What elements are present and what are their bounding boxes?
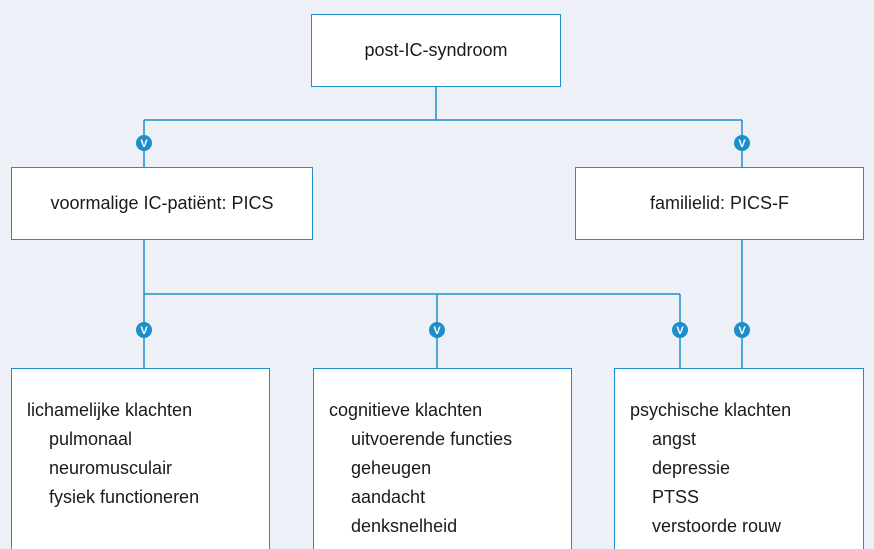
physical-item: neuromusculair bbox=[49, 458, 173, 478]
svg-text:V: V bbox=[676, 325, 684, 337]
svg-text:V: V bbox=[738, 138, 746, 150]
family-label: familielid: PICS-F bbox=[649, 193, 790, 213]
psych-item: depressie bbox=[652, 458, 731, 478]
svg-text:V: V bbox=[433, 325, 441, 337]
cognitive-title: cognitieve klachten bbox=[329, 400, 483, 420]
psych-item: angst bbox=[652, 429, 697, 449]
root-node: post-IC-syndroom bbox=[311, 14, 561, 87]
cognitive-item: geheugen bbox=[351, 458, 432, 478]
cognitive-item: denksnelheid bbox=[351, 516, 458, 536]
connector-arrow-icon: V bbox=[136, 322, 152, 338]
physical-complaints-node: lichamelijke klachten pulmonaal neuromus… bbox=[11, 368, 270, 549]
physical-item: fysiek functioneren bbox=[49, 487, 200, 507]
connector-arrow-icon: V bbox=[136, 135, 152, 151]
psych-title: psychische klachten bbox=[630, 400, 792, 420]
connector-arrow-icon: V bbox=[429, 322, 445, 338]
root-label: post-IC-syndroom bbox=[364, 40, 508, 60]
connector-arrow-icon: V bbox=[734, 322, 750, 338]
cognitive-item: uitvoerende functies bbox=[351, 429, 513, 449]
physical-item: pulmonaal bbox=[49, 429, 133, 449]
connector-arrow-icon: V bbox=[734, 135, 750, 151]
svg-text:V: V bbox=[140, 325, 148, 337]
family-node: familielid: PICS-F bbox=[575, 167, 864, 240]
svg-text:V: V bbox=[140, 138, 148, 150]
svg-text:V: V bbox=[738, 325, 746, 337]
patient-label: voormalige IC-patiënt: PICS bbox=[50, 193, 274, 213]
patient-node: voormalige IC-patiënt: PICS bbox=[11, 167, 313, 240]
psychological-complaints-node: psychische klachten angst depressie PTSS… bbox=[614, 368, 864, 549]
cognitive-complaints-node: cognitieve klachten uitvoerende functies… bbox=[313, 368, 572, 549]
psych-item: PTSS bbox=[652, 487, 700, 507]
cognitive-item: aandacht bbox=[351, 487, 426, 507]
physical-title: lichamelijke klachten bbox=[27, 400, 193, 420]
psych-item: verstoorde rouw bbox=[652, 516, 782, 536]
connector-arrow-icon: V bbox=[672, 322, 688, 338]
